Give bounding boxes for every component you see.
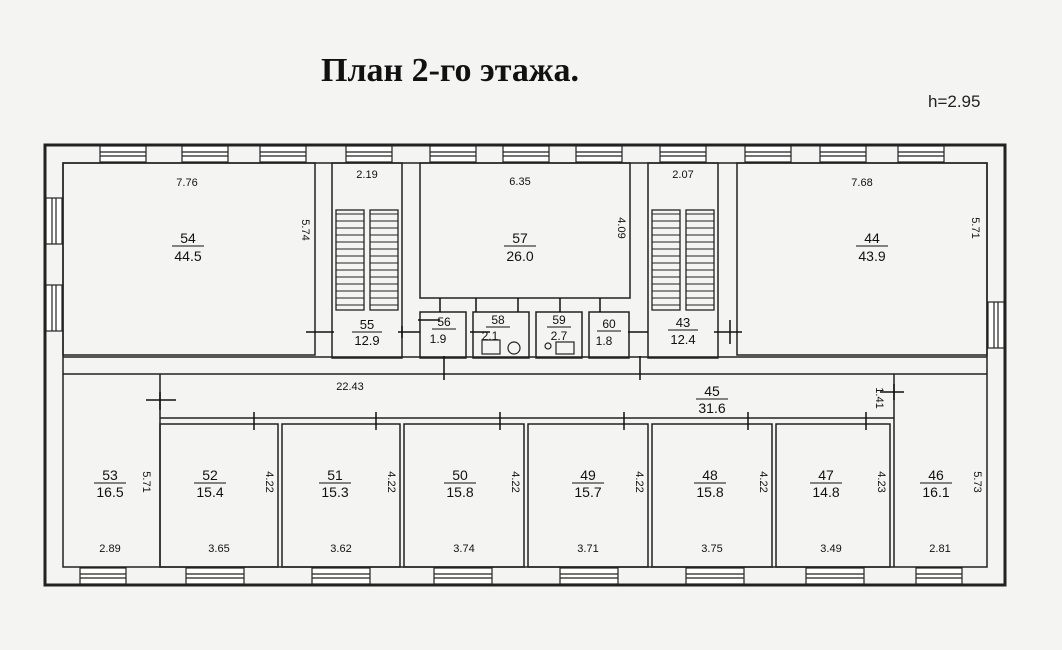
room-43-area: 12.4 xyxy=(670,332,695,347)
room-45-width: 22.43 xyxy=(336,381,364,393)
room-50-depth: 4.22 xyxy=(509,471,521,492)
room-44-id: 44 xyxy=(864,230,880,246)
room-46-width: 2.81 xyxy=(929,543,950,555)
room-45-depth: 1.41 xyxy=(873,387,885,408)
room-53-area: 16.5 xyxy=(96,484,123,500)
room-53-width: 2.89 xyxy=(99,543,120,555)
room-46-area: 16.1 xyxy=(922,484,949,500)
room-56-area: 1.9 xyxy=(430,332,447,346)
room-47-area: 14.8 xyxy=(812,484,839,500)
ceiling-height-label: h=2.95 xyxy=(928,92,981,111)
plan-title: План 2-го этажа. xyxy=(321,52,579,89)
room-48-id: 48 xyxy=(702,467,718,483)
room-52-area: 15.4 xyxy=(196,484,223,500)
room-49-id: 49 xyxy=(580,467,596,483)
room-labels: 7.76 5.74 54 44.5 2.19 55 12.9 56 1.9 6.… xyxy=(94,169,983,555)
room-50-width: 3.74 xyxy=(453,543,474,555)
room-46-depth: 5.73 xyxy=(971,471,983,492)
door-marks xyxy=(146,298,904,430)
room-44-depth: 5.71 xyxy=(969,217,981,238)
room-58-id: 58 xyxy=(491,313,505,327)
room-54-id: 54 xyxy=(180,230,196,246)
room-44-width: 7.68 xyxy=(851,177,872,189)
room-48-width: 3.75 xyxy=(701,543,722,555)
room-59-area: 2.7 xyxy=(551,329,568,343)
room-47-id: 47 xyxy=(818,467,834,483)
outer-walls xyxy=(43,143,1007,587)
room-57-width: 6.35 xyxy=(509,176,530,188)
room-54-area: 44.5 xyxy=(174,248,201,264)
room-56-id: 56 xyxy=(437,315,451,329)
room-49-depth: 4.22 xyxy=(633,471,645,492)
room-53-id: 53 xyxy=(102,467,118,483)
room-57-area: 26.0 xyxy=(506,248,533,264)
room-52-width: 3.65 xyxy=(208,543,229,555)
room-57-depth: 4.09 xyxy=(615,217,627,238)
room-43-width: 2.07 xyxy=(672,169,693,181)
room-49-width: 3.71 xyxy=(577,543,598,555)
room-44-area: 43.9 xyxy=(858,248,885,264)
room-52-depth: 4.22 xyxy=(263,471,275,492)
room-47-width: 3.49 xyxy=(820,543,841,555)
room-43-id: 43 xyxy=(676,315,690,330)
room-49-area: 15.7 xyxy=(574,484,601,500)
stair-steps xyxy=(336,213,714,306)
room-60-area: 1.8 xyxy=(596,334,613,348)
room-55-width: 2.19 xyxy=(356,169,377,181)
room-55-area: 12.9 xyxy=(354,333,379,348)
room-58-area: 2.1 xyxy=(482,329,499,343)
room-54-width: 7.76 xyxy=(176,177,197,189)
room-50-id: 50 xyxy=(452,467,468,483)
room-51-width: 3.62 xyxy=(330,543,351,555)
room-48-depth: 4.22 xyxy=(757,471,769,492)
room-55-id: 55 xyxy=(360,317,374,332)
room-51-area: 15.3 xyxy=(321,484,348,500)
interior-walls xyxy=(62,162,988,568)
room-60-id: 60 xyxy=(602,317,616,331)
stairs xyxy=(335,209,715,311)
room-45-id: 45 xyxy=(704,383,720,399)
room-57-id: 57 xyxy=(512,230,528,246)
room-50-area: 15.8 xyxy=(446,484,473,500)
room-54-depth: 5.74 xyxy=(299,219,311,240)
room-59-id: 59 xyxy=(552,313,566,327)
windows xyxy=(45,145,1005,585)
room-51-id: 51 xyxy=(327,467,343,483)
room-53-depth: 5.71 xyxy=(140,471,152,492)
room-48-area: 15.8 xyxy=(696,484,723,500)
room-51-depth: 4.22 xyxy=(385,471,397,492)
room-47-depth: 4.23 xyxy=(875,471,887,492)
wc-fixtures xyxy=(481,339,575,355)
room-52-id: 52 xyxy=(202,467,218,483)
room-46-id: 46 xyxy=(928,467,944,483)
room-45-area: 31.6 xyxy=(698,400,725,416)
